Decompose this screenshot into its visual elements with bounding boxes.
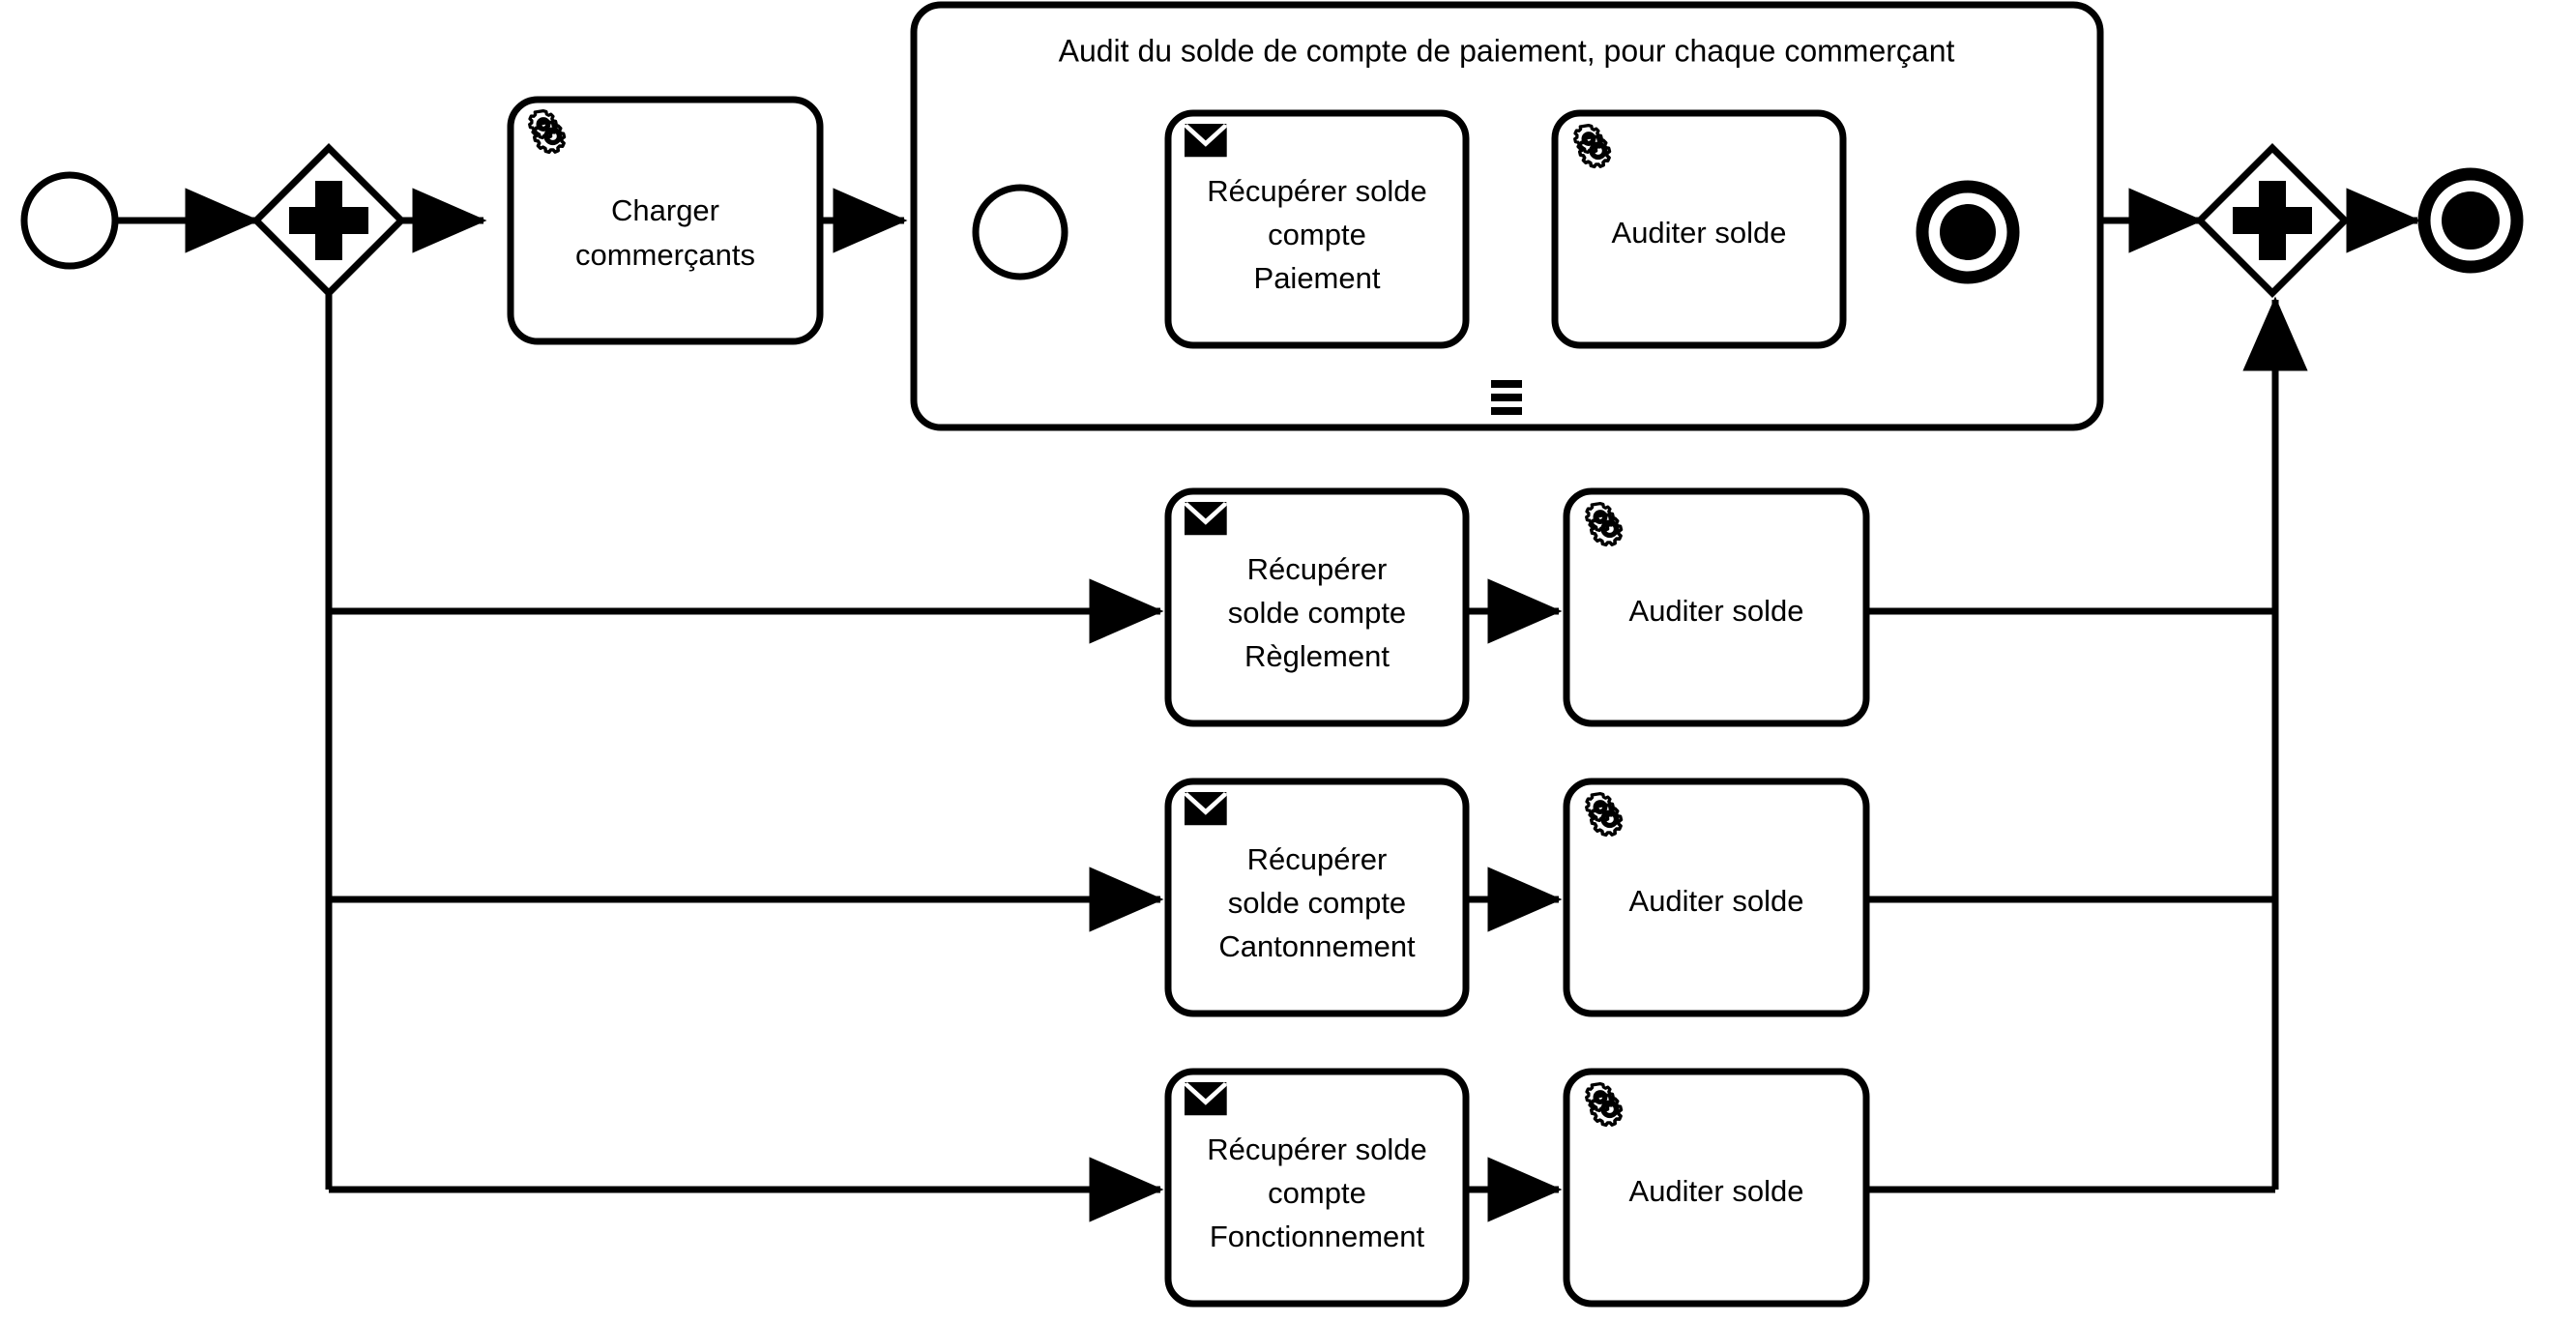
subprocess-start-event[interactable]	[972, 184, 1068, 280]
subprocess-audit-paiement[interactable]: Audit du solde de compte de paiement, po…	[910, 1, 2104, 431]
task-label-line: Récupérer solde	[1207, 174, 1426, 208]
task-auditer-solde-paiement[interactable]: Auditer solde	[1551, 109, 1847, 349]
task-auditer-solde-fonctionnement[interactable]: Auditer solde	[1563, 1068, 1870, 1308]
task-recuperer-solde-fonctionnement[interactable]: Récupérer solde compte Fonctionnement	[1164, 1068, 1470, 1308]
task-label-line: Récupérer solde	[1207, 1132, 1426, 1166]
task-label-line: solde compte	[1228, 886, 1406, 920]
task-auditer-solde-reglement[interactable]: Auditer solde	[1563, 487, 1870, 727]
branch-reglement: Récupérer solde compte Règlement Auditer…	[1164, 487, 1870, 727]
task-recuperer-solde-cantonnement[interactable]: Récupérer solde compte Cantonnement	[1164, 778, 1470, 1017]
task-label-line: Auditer solde	[1629, 1174, 1804, 1208]
task-label-line: Auditer solde	[1612, 216, 1787, 250]
task-label-line: Cantonnement	[1218, 929, 1416, 963]
task-charger-commercants[interactable]: Charger commerçants	[507, 96, 824, 345]
branch-cantonnement: Récupérer solde compte Cantonnement Audi…	[1164, 778, 1870, 1017]
task-label-line: solde compte	[1228, 596, 1406, 630]
task-label-line: Règlement	[1244, 639, 1390, 673]
branch-fonctionnement: Récupérer solde compte Fonctionnement Au…	[1164, 1068, 1870, 1308]
task-label-line: Récupérer	[1247, 552, 1388, 586]
envelope-icon	[1183, 122, 1229, 160]
envelope-icon	[1183, 1080, 1229, 1118]
task-label-line: compte	[1268, 1176, 1366, 1210]
multi-instance-marker-icon	[1491, 380, 1522, 415]
parallel-gateway-join[interactable]	[2195, 143, 2350, 298]
parallel-gateway-split[interactable]	[251, 143, 406, 298]
task-label-line: compte	[1268, 218, 1366, 251]
task-recuperer-solde-paiement[interactable]: Récupérer solde compte Paiement	[1164, 109, 1470, 349]
subprocess-end-event[interactable]	[1916, 180, 2020, 284]
task-label-line: Fonctionnement	[1210, 1220, 1425, 1253]
plus-icon	[289, 181, 368, 260]
subprocess-title: Audit du solde de compte de paiement, po…	[1059, 33, 1955, 68]
start-event[interactable]	[20, 171, 119, 270]
task-auditer-solde-cantonnement[interactable]: Auditer solde	[1563, 778, 1870, 1017]
task-label-line: commerçants	[575, 238, 755, 272]
envelope-icon	[1183, 500, 1229, 538]
task-label-line: Paiement	[1254, 261, 1381, 295]
task-recuperer-solde-reglement[interactable]: Récupérer solde compte Règlement	[1164, 487, 1470, 727]
task-label-line: Charger	[611, 193, 719, 227]
task-label-line: Auditer solde	[1629, 884, 1804, 918]
task-label-line: Auditer solde	[1629, 594, 1804, 628]
end-event[interactable]	[2417, 167, 2524, 274]
task-label-line: Récupérer	[1247, 842, 1388, 876]
envelope-icon	[1183, 790, 1229, 828]
plus-icon	[2233, 181, 2312, 260]
